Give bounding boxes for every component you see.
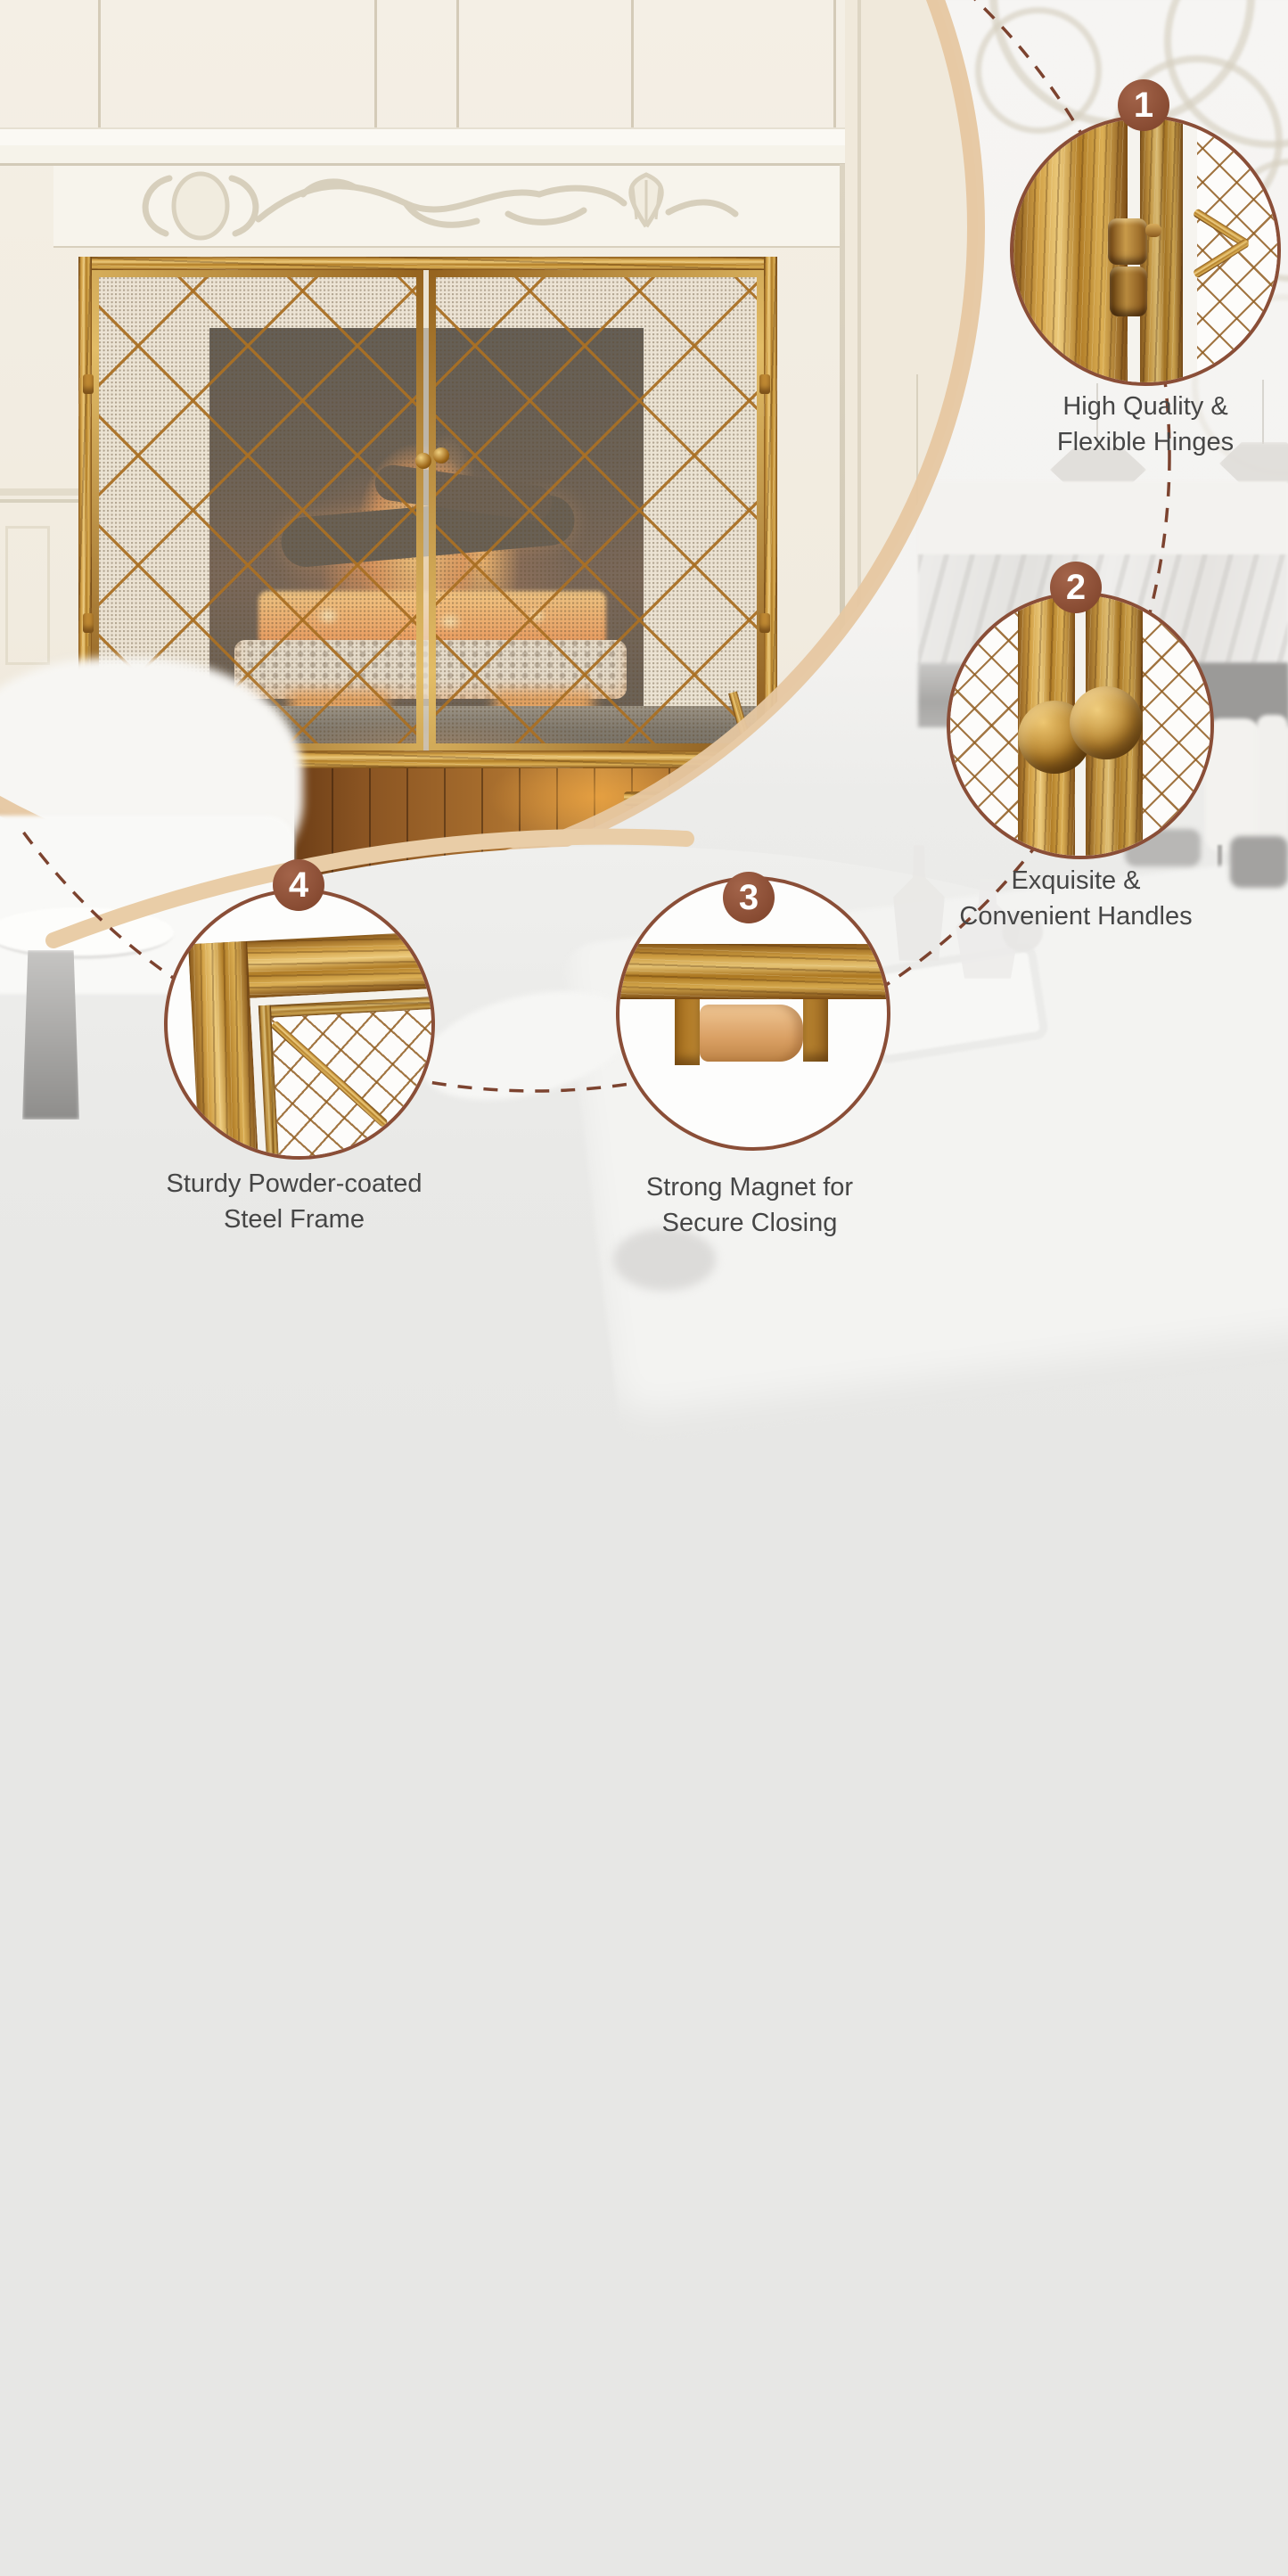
ball-knob-right — [1070, 686, 1143, 759]
magnet-cylinder — [700, 1005, 803, 1062]
mesh-detail — [271, 1009, 431, 1156]
pendant-cord — [1262, 380, 1264, 444]
corner-detail — [168, 892, 431, 1156]
magnet-bracket-left — [675, 999, 700, 1065]
dining-chair — [1205, 718, 1260, 852]
feature-label-line: Secure Closing — [661, 1209, 838, 1237]
callout-number-badge: 1 — [1118, 79, 1169, 131]
feature-label-line: Sturdy Powder-coated — [166, 1169, 422, 1198]
feature-label-line: Steel Frame — [224, 1205, 365, 1234]
frame-bottom-bar — [619, 944, 887, 999]
magnet-bracket-right — [803, 999, 828, 1062]
badge-number: 2 — [1065, 567, 1087, 607]
feature-label-hinges: High Quality & Flexible Hinges — [940, 389, 1288, 460]
callout-number-badge: 4 — [273, 859, 324, 911]
feature-label-frame: Sturdy Powder-coated Steel Frame — [89, 1166, 499, 1237]
feature-label-line: Exquisite & — [1011, 866, 1141, 895]
kitchen-cabinets — [918, 481, 1288, 557]
feature-label-line: Convenient Handles — [959, 902, 1193, 931]
callout-frame — [164, 889, 435, 1160]
hinge-knuckle-bottom — [1110, 267, 1147, 316]
feature-label-magnet: Strong Magnet for Secure Closing — [545, 1169, 955, 1241]
hinge-knuckle-top — [1108, 218, 1147, 265]
badge-number: 4 — [288, 865, 309, 905]
ceiling-light-ring — [975, 7, 1102, 134]
frame-corner-side — [188, 940, 258, 1156]
frame-gap — [1183, 119, 1197, 382]
feature-label-line: Flexible Hinges — [1056, 428, 1235, 456]
feature-label-line: High Quality & — [1062, 392, 1228, 421]
feature-label-handles: Exquisite & Convenient Handles — [871, 863, 1281, 934]
callout-number-badge: 2 — [1050, 562, 1102, 613]
hinge-pin — [1145, 224, 1161, 237]
callout-handles — [947, 592, 1214, 859]
badge-number: 1 — [1133, 85, 1154, 125]
callout-hinges — [1010, 115, 1281, 386]
dining-chair — [1257, 715, 1288, 856]
feature-label-line: Strong Magnet for — [645, 1173, 854, 1202]
badge-number: 3 — [738, 877, 759, 917]
callout-number-badge: 3 — [723, 872, 775, 923]
